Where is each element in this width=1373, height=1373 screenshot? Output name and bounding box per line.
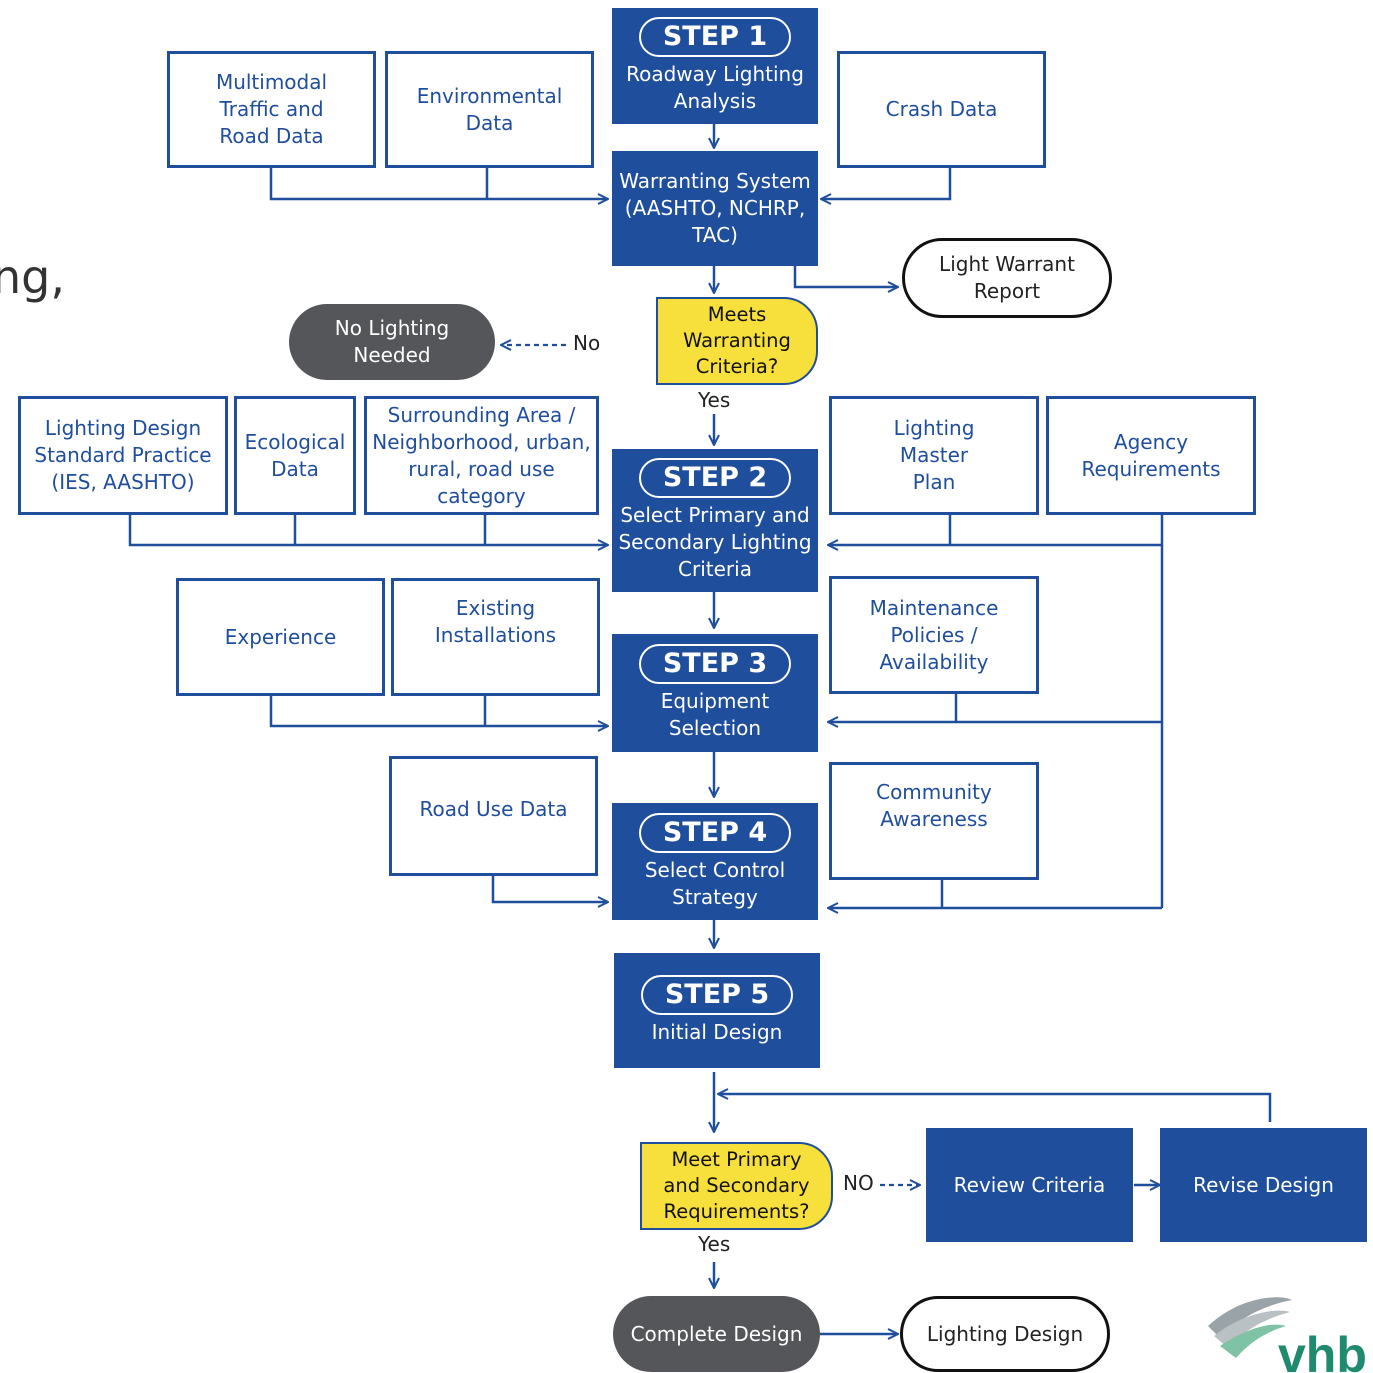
meets-warranting-label: Meets Warranting Criteria?: [683, 303, 791, 378]
existing-installations-box: Existing Installations: [391, 578, 600, 696]
road-use-data-label: Road Use Data: [419, 796, 568, 821]
complete-design-terminal: Complete Design: [613, 1296, 820, 1372]
meet-requirements-decision: Meet Primary and Secondary Requirements?: [640, 1142, 833, 1230]
arrow-road-use: [491, 876, 608, 902]
step3-box: STEP 3 Equipment Selection: [612, 634, 818, 752]
crash-data-label: Crash Data: [885, 97, 998, 121]
step3-pill: STEP 3: [638, 644, 792, 684]
meet-requirements-label: Meet Primary and Secondary Requirements?: [663, 1148, 810, 1223]
community-awareness-label: Community Awareness: [876, 780, 992, 831]
lighting-design-label: Lighting Design: [926, 1321, 1084, 1346]
meets-warranting-decision: Meets Warranting Criteria?: [656, 297, 818, 385]
experience-box: Experience: [176, 578, 385, 696]
vhb-logo-icon: vhb: [1208, 1297, 1367, 1373]
arrow-light-warrant-report: [793, 266, 898, 287]
community-awareness-box: Community Awareness: [829, 762, 1039, 880]
lighting-design-terminal: Lighting Design: [900, 1296, 1110, 1372]
surrounding-area-box: Surrounding Area / Neighborhood, urban, …: [364, 396, 599, 515]
yes-label-1: Yes: [698, 388, 731, 412]
review-criteria-box: Review Criteria: [926, 1128, 1133, 1242]
master-plan-label: Lighting Master Plan: [893, 416, 975, 494]
no-lighting-terminal: No Lighting Needed: [289, 304, 495, 380]
multimodal-data-box: Multimodal Traffic and Road Data: [167, 51, 376, 168]
arrow-step2-left-inputs: [128, 515, 608, 545]
truncated-edge-text: ng,: [0, 250, 65, 304]
multimodal-data-label: Multimodal Traffic and Road Data: [215, 70, 328, 148]
existing-installations-label: Existing Installations: [434, 596, 557, 647]
no-label: No: [573, 331, 601, 355]
step4-box: STEP 4 Select Control Strategy: [612, 803, 818, 920]
agency-requirements-label: Agency Requirements: [1081, 429, 1221, 481]
step4-label: Select Control Strategy: [644, 857, 786, 909]
warranting-box: Warranting System (AASHTO, NCHRP, TAC): [612, 151, 818, 266]
step5-label: Initial Design: [651, 1020, 783, 1044]
ecological-data-label: Ecological Data: [244, 429, 346, 481]
agency-requirements-box: Agency Requirements: [1046, 396, 1256, 515]
arrow-step3-left-inputs: [269, 696, 608, 726]
master-plan-box: Lighting Master Plan: [829, 396, 1039, 515]
vhb-logo-text: vhb: [1278, 1327, 1367, 1373]
arrow-revise-loop: [718, 1094, 1272, 1122]
step5-box: STEP 5 Initial Design: [614, 953, 820, 1068]
experience-label: Experience: [224, 624, 337, 649]
step2-box: STEP 2 Select Primary and Secondary Ligh…: [612, 449, 818, 592]
arrow-crash: [821, 168, 952, 199]
step2-label: Select Primary and Secondary Lighting Cr…: [618, 503, 812, 581]
step1-box: STEP 1 Roadway Lighting Analysis: [612, 8, 818, 124]
arrow-step2-right-inputs: [828, 515, 1164, 545]
complete-design-label: Complete Design: [630, 1321, 803, 1346]
yes-label-2: Yes: [698, 1232, 731, 1256]
step4-pill: STEP 4: [638, 812, 792, 853]
no-label-2: NO: [843, 1171, 874, 1195]
arrow-top-left-inputs: [269, 168, 608, 199]
review-criteria-label: Review Criteria: [953, 1172, 1106, 1197]
light-warrant-report-label: Light Warrant Report: [939, 252, 1075, 303]
step1-label: Roadway Lighting Analysis: [626, 62, 804, 113]
revise-design-label: Revise Design: [1193, 1172, 1334, 1197]
environmental-data-box: Environmental Data: [385, 51, 594, 168]
maintenance-label: Maintenance Policies / Availability: [869, 595, 999, 674]
step5-pill: STEP 5: [640, 975, 794, 1015]
lighting-standard-box: Lighting Design Standard Practice (IES, …: [18, 396, 228, 515]
surrounding-area-label: Surrounding Area / Neighborhood, urban, …: [372, 402, 591, 508]
warranting-label: Warranting System (AASHTO, NCHRP, TAC): [619, 169, 811, 247]
step3-label: Equipment Selection: [660, 689, 770, 740]
ecological-data-box: Ecological Data: [234, 396, 356, 515]
revise-design-box: Revise Design: [1160, 1128, 1367, 1242]
step2-pill: STEP 2: [638, 458, 792, 498]
maintenance-box: Maintenance Policies / Availability: [829, 576, 1039, 694]
crash-data-box: Crash Data: [837, 51, 1046, 168]
environmental-data-label: Environmental Data: [416, 83, 563, 135]
road-use-data-box: Road Use Data: [389, 756, 598, 876]
no-lighting-label: No Lighting Needed: [334, 316, 450, 367]
light-warrant-report-terminal: Light Warrant Report: [902, 238, 1112, 318]
lighting-standard-label: Lighting Design Standard Practice (IES, …: [34, 416, 212, 494]
step1-pill: STEP 1: [638, 17, 792, 57]
